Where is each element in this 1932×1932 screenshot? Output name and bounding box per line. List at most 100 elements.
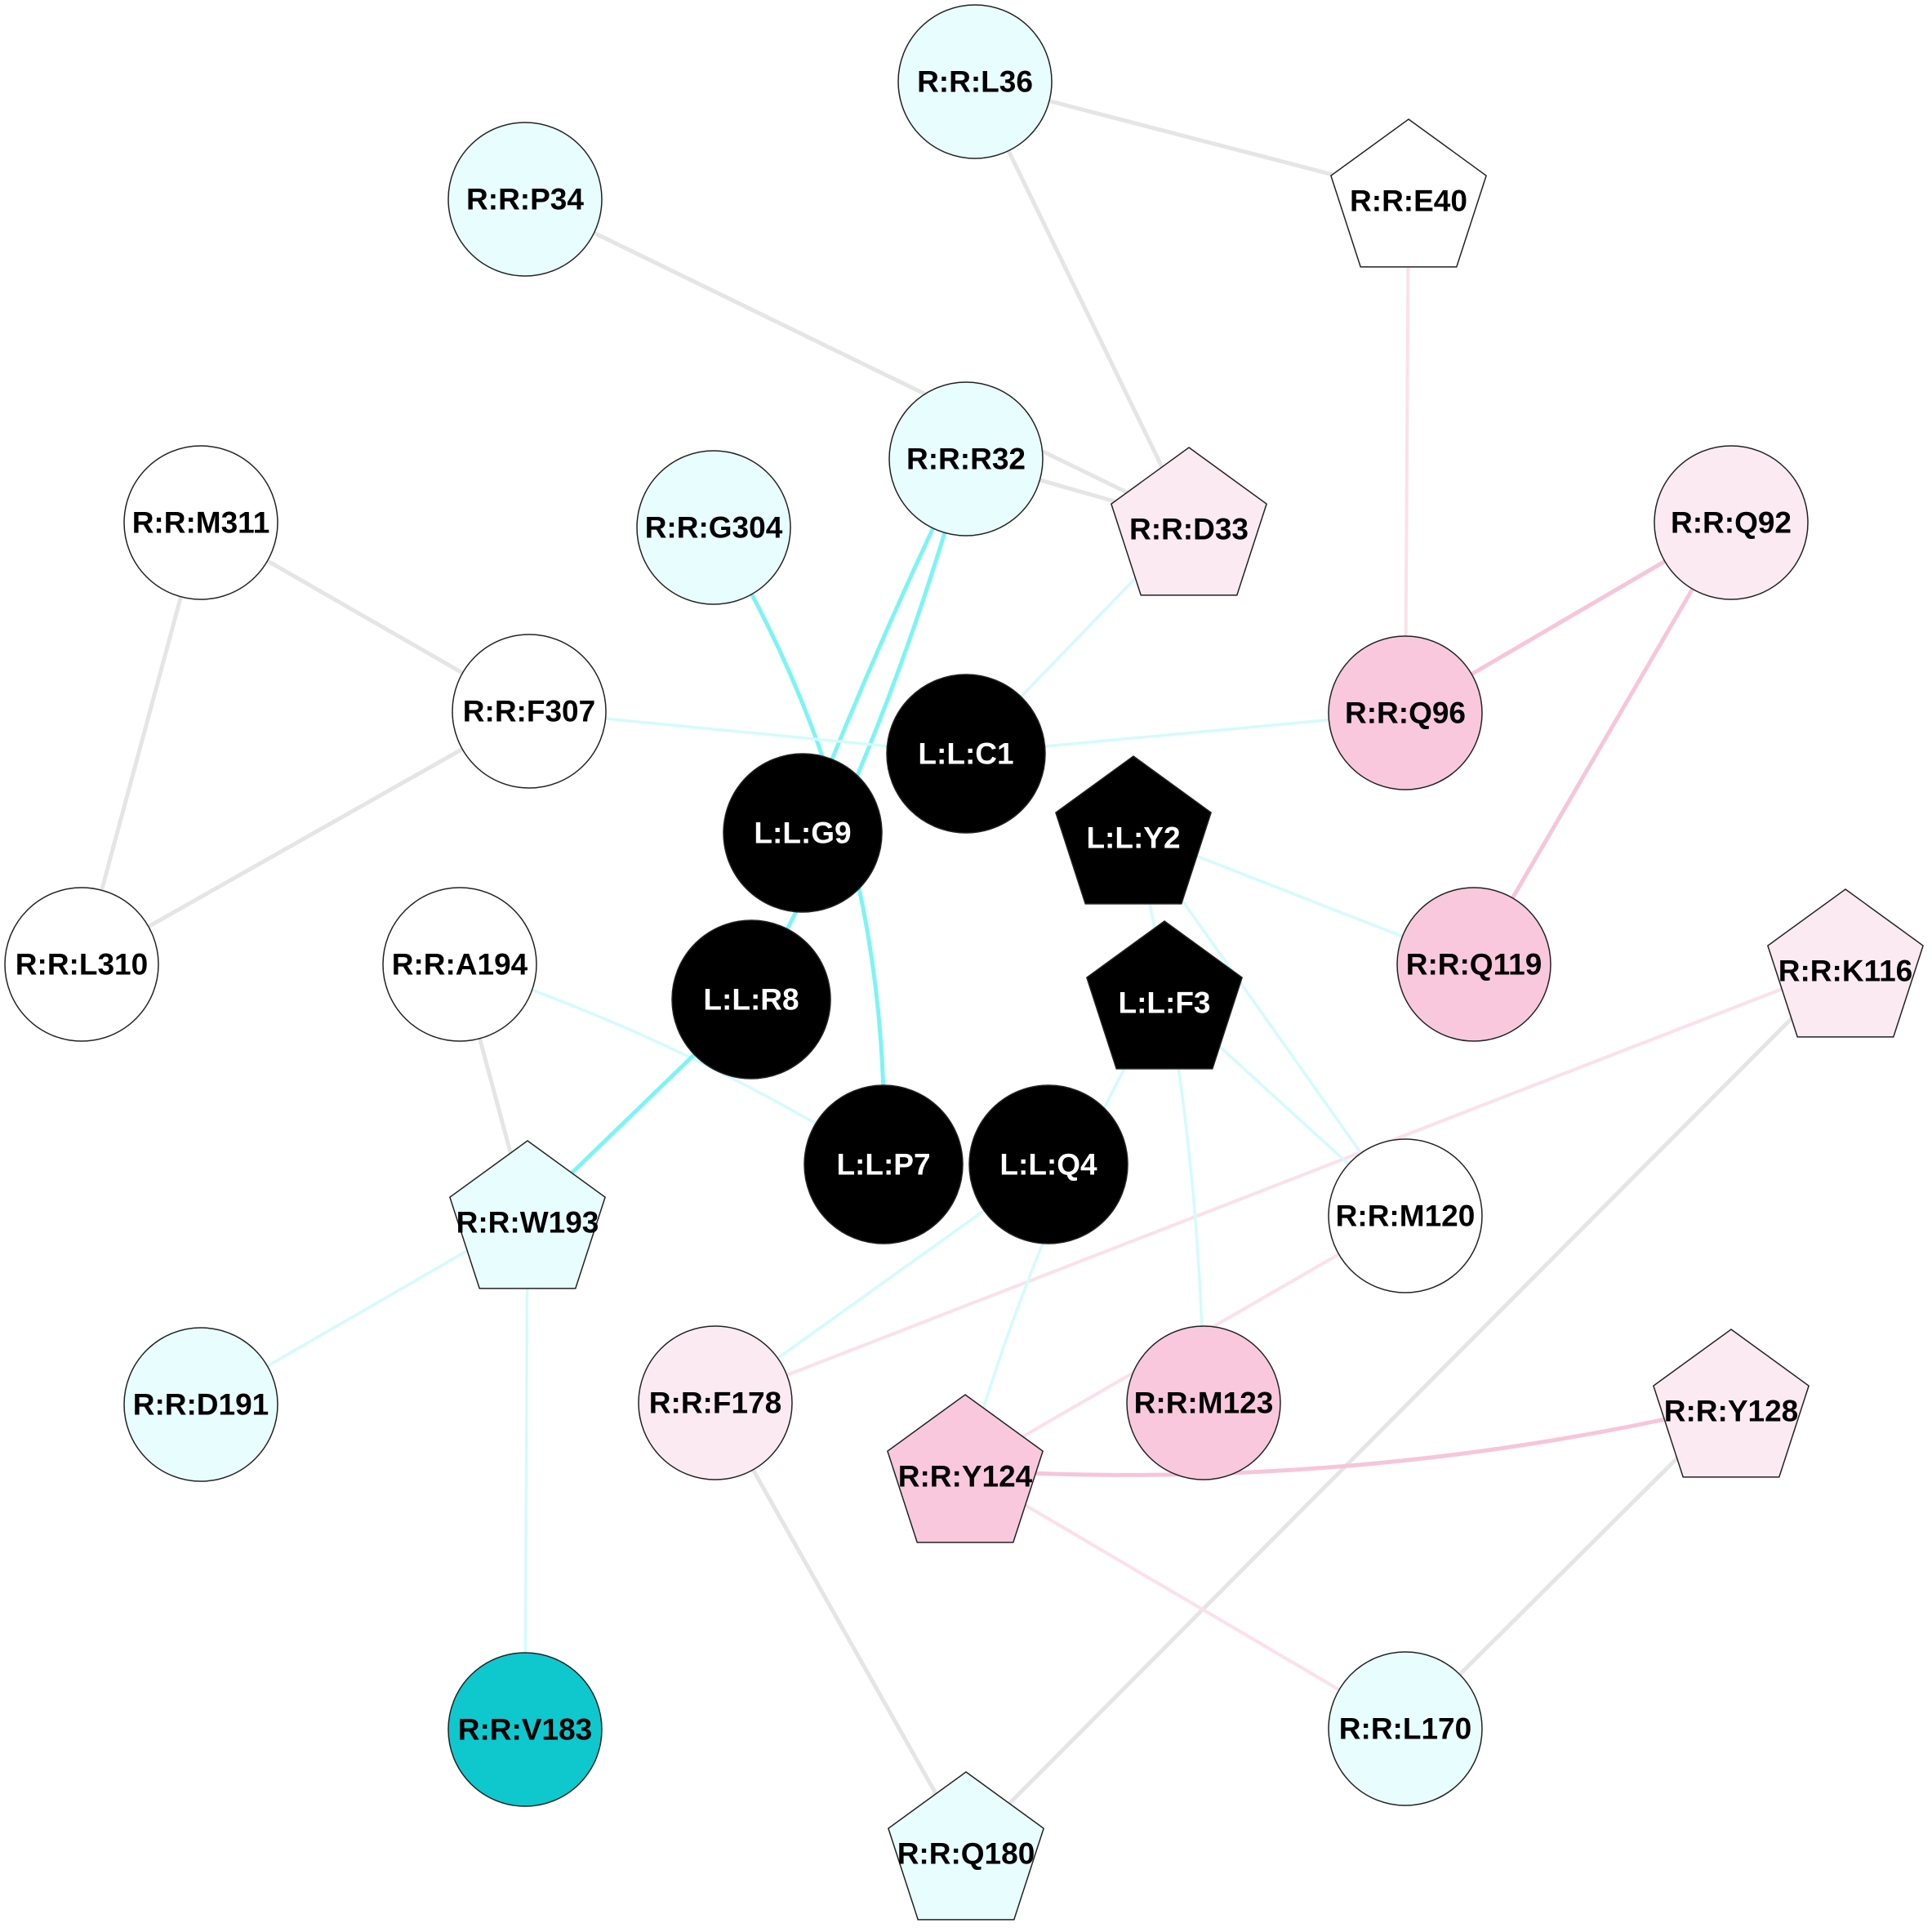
node-r-r-d191: R:R:D191 xyxy=(123,1327,278,1482)
node-label: R:R:R32 xyxy=(906,443,1026,476)
node-l-l-p7: L:L:P7 xyxy=(804,1084,964,1244)
node-l-l-q4: L:L:Q4 xyxy=(968,1084,1128,1244)
node-r-r-q96: R:R:Q96 xyxy=(1328,635,1483,790)
node-label: L:L:R8 xyxy=(703,983,799,1017)
node-circle xyxy=(1328,1651,1483,1806)
node-r-r-m311: R:R:M311 xyxy=(123,445,278,600)
node-pentagon xyxy=(1330,118,1487,268)
node-r-r-f307: R:R:F307 xyxy=(452,634,607,789)
node-label: L:L:Y2 xyxy=(1086,821,1180,855)
node-r-r-v183: R:R:V183 xyxy=(447,1652,603,1807)
node-circle xyxy=(638,1325,793,1480)
node-circle xyxy=(1328,1138,1483,1293)
node-label: R:R:E40 xyxy=(1350,185,1467,218)
node-l-l-y2: L:L:Y2 xyxy=(1055,755,1212,905)
node-circle xyxy=(897,4,1053,159)
edge-r-r-l36-r-r-d33 xyxy=(973,79,1191,525)
edge-r-r-r32-l-l-r8 xyxy=(749,456,968,1002)
node-label: R:R:Y128 xyxy=(1664,1395,1799,1428)
node-label: R:R:K116 xyxy=(1778,955,1913,988)
node-circle xyxy=(723,753,883,913)
edge-r-r-e40-r-r-q96 xyxy=(1404,193,1410,714)
node-r-r-w193: R:R:W193 xyxy=(449,1140,606,1289)
node-pentagon xyxy=(1653,1329,1810,1478)
edges-layer xyxy=(79,79,1848,1850)
node-label: R:R:D33 xyxy=(1129,513,1249,546)
node-label: R:R:M123 xyxy=(1134,1387,1274,1420)
node-l-l-f3: L:L:F3 xyxy=(1086,920,1243,1070)
node-pentagon xyxy=(1767,888,1924,1038)
node-circle xyxy=(1396,887,1551,1042)
node-circle xyxy=(447,1652,603,1807)
node-r-r-l170: R:R:L170 xyxy=(1328,1651,1483,1806)
edge-r-r-k116-r-r-f178 xyxy=(714,963,1847,1404)
edge-r-r-q92-r-r-q119 xyxy=(1471,520,1734,967)
node-r-r-y128: R:R:Y128 xyxy=(1653,1329,1810,1478)
node-circle xyxy=(1328,635,1483,790)
node-label: R:R:A194 xyxy=(392,948,528,982)
node-circle xyxy=(382,887,537,1042)
node-r-r-k116: R:R:K116 xyxy=(1767,888,1924,1038)
node-label: R:R:G304 xyxy=(645,511,783,545)
edge-l-l-y2-r-r-m123 xyxy=(1132,830,1205,1404)
node-pentagon xyxy=(888,1771,1044,1921)
node-label: R:R:Q96 xyxy=(1345,697,1466,730)
node-circle xyxy=(452,634,607,789)
node-pentagon xyxy=(1086,920,1243,1070)
node-l-l-g9: L:L:G9 xyxy=(723,753,883,913)
node-pentagon xyxy=(887,1394,1044,1543)
node-r-r-e40: R:R:E40 xyxy=(1330,118,1487,268)
node-r-r-l36: R:R:L36 xyxy=(897,4,1053,159)
edge-r-r-f178-r-r-q180 xyxy=(713,1400,968,1850)
nodes-layer: L:L:C1L:L:Y2L:L:F3L:L:Q4 L:L:P7 L:L:R8 L:L:… xyxy=(4,4,1924,1921)
node-pentagon xyxy=(1055,755,1212,905)
node-circle xyxy=(968,1084,1128,1244)
node-label: L:L:G9 xyxy=(754,817,851,850)
edge-r-r-y128-r-r-y124 xyxy=(963,1402,1734,1477)
node-label: R:R:D191 xyxy=(133,1388,269,1422)
node-r-r-g304: R:R:G304 xyxy=(636,450,791,605)
node-label: R:R:L36 xyxy=(917,65,1033,99)
node-label: R:R:W193 xyxy=(456,1206,599,1240)
node-r-r-r32: R:R:R32 xyxy=(888,381,1044,536)
node-circle xyxy=(123,445,278,600)
node-circle xyxy=(4,887,159,1042)
node-label: R:R:V183 xyxy=(458,1713,593,1747)
node-label: R:R:Q92 xyxy=(1671,506,1792,540)
node-label: R:R:L170 xyxy=(1339,1712,1471,1746)
node-r-r-m123: R:R:M123 xyxy=(1126,1325,1281,1480)
node-label: R:R:Q180 xyxy=(897,1837,1035,1871)
node-label: R:R:P34 xyxy=(466,183,584,216)
node-r-r-l310: R:R:L310 xyxy=(4,887,159,1042)
node-label: L:L:C1 xyxy=(918,737,1013,771)
edge-r-r-w193-r-r-v183 xyxy=(523,1214,529,1731)
node-label: R:R:Q119 xyxy=(1406,948,1542,982)
node-label: R:R:L310 xyxy=(16,948,148,982)
node-pentagon xyxy=(449,1140,606,1289)
node-r-r-q180: R:R:Q180 xyxy=(888,1771,1044,1921)
node-circle xyxy=(447,122,603,277)
node-circle xyxy=(888,381,1044,536)
node-circle xyxy=(1654,445,1809,600)
node-label: R:R:Y124 xyxy=(898,1460,1033,1494)
node-label: L:L:Q4 xyxy=(999,1148,1097,1182)
node-label: R:R:M120 xyxy=(1336,1200,1476,1233)
node-r-r-m120: R:R:M120 xyxy=(1328,1138,1483,1293)
node-r-r-a194: R:R:A194 xyxy=(382,887,537,1042)
node-circle xyxy=(804,1084,964,1244)
edge-r-r-k116-r-r-q180 xyxy=(964,962,1848,1850)
node-r-r-q119: R:R:Q119 xyxy=(1396,887,1551,1042)
node-circle xyxy=(886,674,1046,834)
node-label: R:R:F307 xyxy=(463,695,595,728)
node-label: R:R:M311 xyxy=(132,506,270,540)
node-r-r-d33: R:R:D33 xyxy=(1111,447,1267,596)
node-label: R:R:F178 xyxy=(649,1387,781,1420)
node-circle xyxy=(1126,1325,1281,1480)
edge-r-r-y124-r-r-l170 xyxy=(964,1468,1407,1730)
node-r-r-p34: R:R:P34 xyxy=(447,122,603,277)
node-r-r-y124: R:R:Y124 xyxy=(887,1394,1044,1543)
node-r-r-f178: R:R:F178 xyxy=(638,1325,793,1480)
edge-r-r-f307-r-r-l310 xyxy=(79,709,532,967)
